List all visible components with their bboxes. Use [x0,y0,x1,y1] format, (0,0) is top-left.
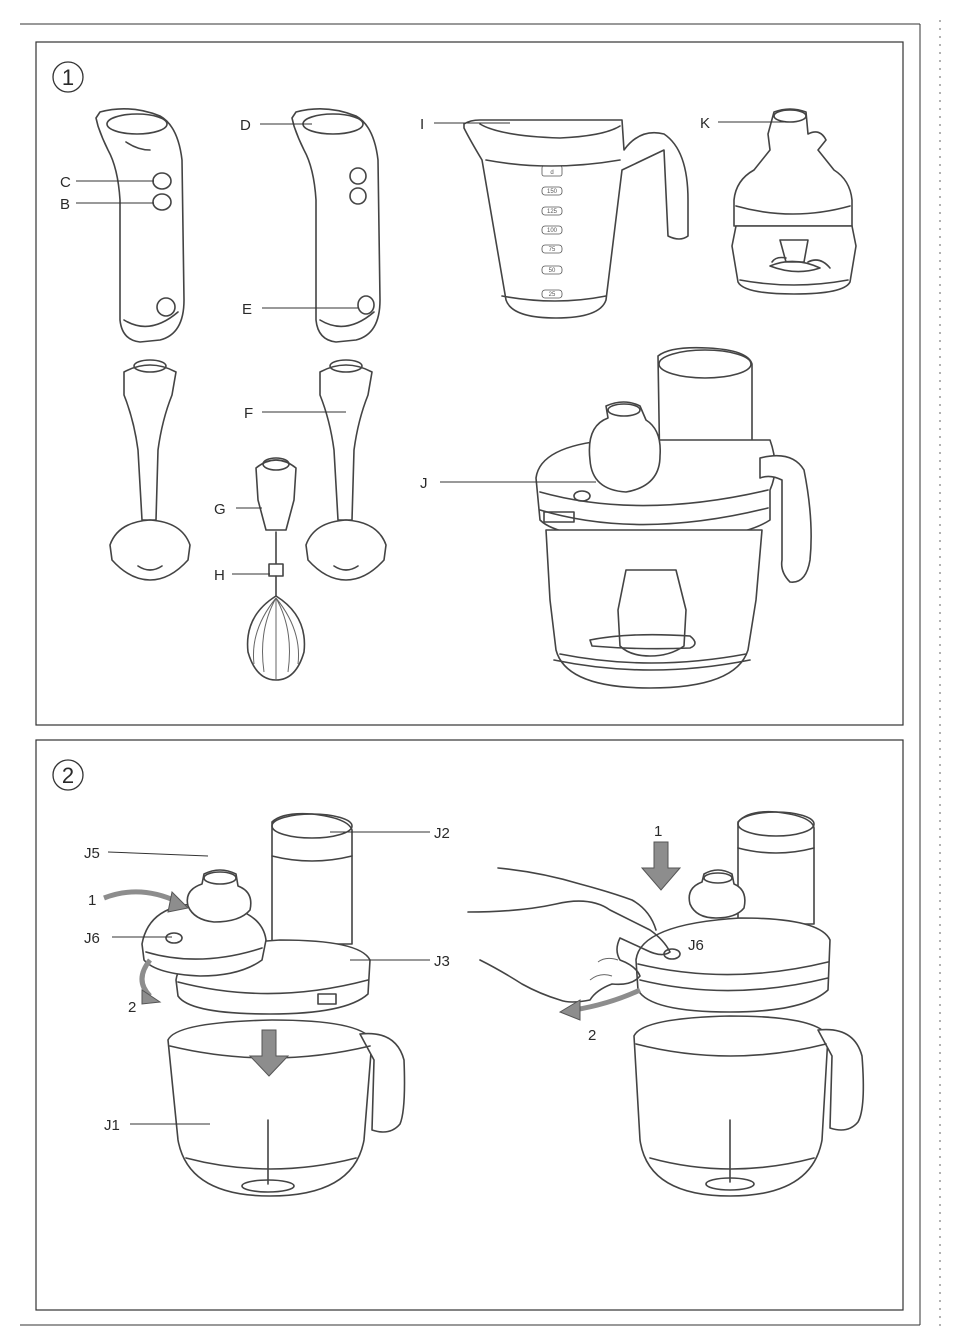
label-f: F [244,405,253,422]
label-j5: J5 [84,845,100,862]
label-step2-right: 2 [588,1027,596,1044]
panel-2: 2 [35,739,904,1311]
step-2-number: 2 [62,763,74,788]
blender-foot-side [305,359,387,581]
rotate-arrow-1-icon [103,889,180,905]
label-j6-right: J6 [688,937,704,954]
step-1-number: 1 [62,65,74,90]
jug-tick-100: 100 [547,228,558,234]
panel-1-frame [35,41,904,726]
label-step1-right: 1 [654,823,662,840]
jug-tick-150: 150 [547,189,558,195]
jug-scale: d 150 125 100 75 50 25 [541,165,563,299]
jug-tick-50: 50 [549,268,556,274]
label-j6-left: J6 [84,930,100,947]
panel-1-callouts [76,121,786,575]
label-b: B [60,196,70,213]
jug-tick-75: 75 [549,247,556,253]
rotate-arrow-right-icon [573,987,642,1013]
down-arrow-icon [248,1029,290,1077]
whisk-assembly [246,457,306,681]
assembly-exploded [103,812,406,1197]
label-j3: J3 [434,953,450,970]
label-g: G [214,501,226,518]
measuring-jug: d 150 125 100 75 50 25 [463,119,689,319]
blender-foot-front [109,359,191,581]
panel-2-callouts [107,831,430,1125]
label-h: H [214,567,225,584]
step-1-badge [52,61,84,93]
panel-1: 1 [35,41,904,726]
label-d: D [240,117,251,134]
label-step2-left: 2 [128,999,136,1016]
label-j2: J2 [434,825,450,842]
jug-tick-25: 25 [549,292,556,298]
jug-tick-unit: d [550,170,553,176]
jug-tick-125: 125 [547,209,558,215]
food-processor [535,346,812,689]
label-step1-left: 1 [88,892,96,909]
panel-2-frame [35,739,904,1311]
label-j1: J1 [104,1117,120,1134]
motor-unit-side [291,108,381,343]
label-c: C [60,174,71,191]
motor-unit-front [95,108,185,343]
mini-chopper [731,108,857,295]
press-arrow-icon [640,841,682,891]
label-i: I [420,116,424,133]
label-k: K [700,115,710,132]
assembly-assembled [467,810,865,1197]
label-e: E [242,301,252,318]
step-2-badge [52,759,84,791]
label-j: J [420,475,428,492]
